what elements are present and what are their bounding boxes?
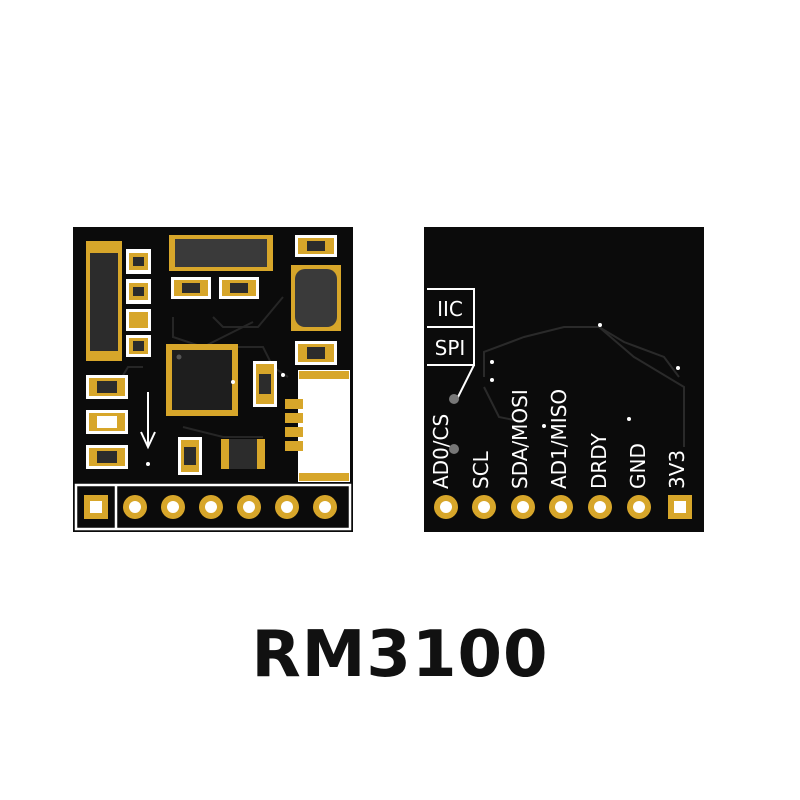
header-pins xyxy=(434,495,692,519)
smd-component xyxy=(171,277,211,299)
smd-component xyxy=(295,235,337,257)
smd-component xyxy=(253,361,277,407)
header-outline xyxy=(74,483,352,531)
smd-component xyxy=(295,341,337,365)
smd-component xyxy=(126,249,151,274)
qfn-chip xyxy=(166,344,238,416)
solder-jumper-pad xyxy=(449,394,459,404)
pcb-front xyxy=(73,227,353,532)
smd-component xyxy=(86,445,128,469)
spi-label: SPI xyxy=(435,336,466,360)
inductor xyxy=(291,265,341,331)
pin-label-ad0-cs: AD0/CS xyxy=(429,414,453,489)
pin-labels: AD0/CS SCL SDA/MOSI AD1/MISO DRDY GND 3V… xyxy=(429,389,689,489)
smd-component xyxy=(126,279,151,304)
smd-component xyxy=(178,437,202,475)
header-pins xyxy=(84,495,337,519)
pin-label-3v3: 3V3 xyxy=(665,450,689,489)
pin-label-drdy: DRDY xyxy=(587,432,611,489)
pcb-back: IIC SPI AD0/CS SCL SDA/MOSI AD1/MISO DRD… xyxy=(424,227,704,532)
product-title: RM3100 xyxy=(251,618,549,692)
smd-component xyxy=(219,277,259,299)
small-ic xyxy=(221,439,265,469)
solder-jumper-pad xyxy=(449,444,459,454)
crystal-oscillator xyxy=(169,235,273,271)
smd-component xyxy=(126,335,151,357)
arrow-down-icon xyxy=(140,392,156,450)
pin-label-ad1-miso: AD1/MISO xyxy=(547,389,571,489)
pin-label-scl: SCL xyxy=(469,450,493,489)
smd-component xyxy=(126,309,151,331)
interface-select-box: IIC SPI xyxy=(427,288,475,402)
smd-component xyxy=(86,410,128,434)
smd-component xyxy=(86,375,128,399)
pin-label-sda-mosi: SDA/MOSI xyxy=(508,389,532,489)
pin-label-gnd: GND xyxy=(626,443,650,489)
connector xyxy=(285,370,350,482)
iic-label: IIC xyxy=(437,297,463,321)
tall-capacitor xyxy=(86,241,122,361)
